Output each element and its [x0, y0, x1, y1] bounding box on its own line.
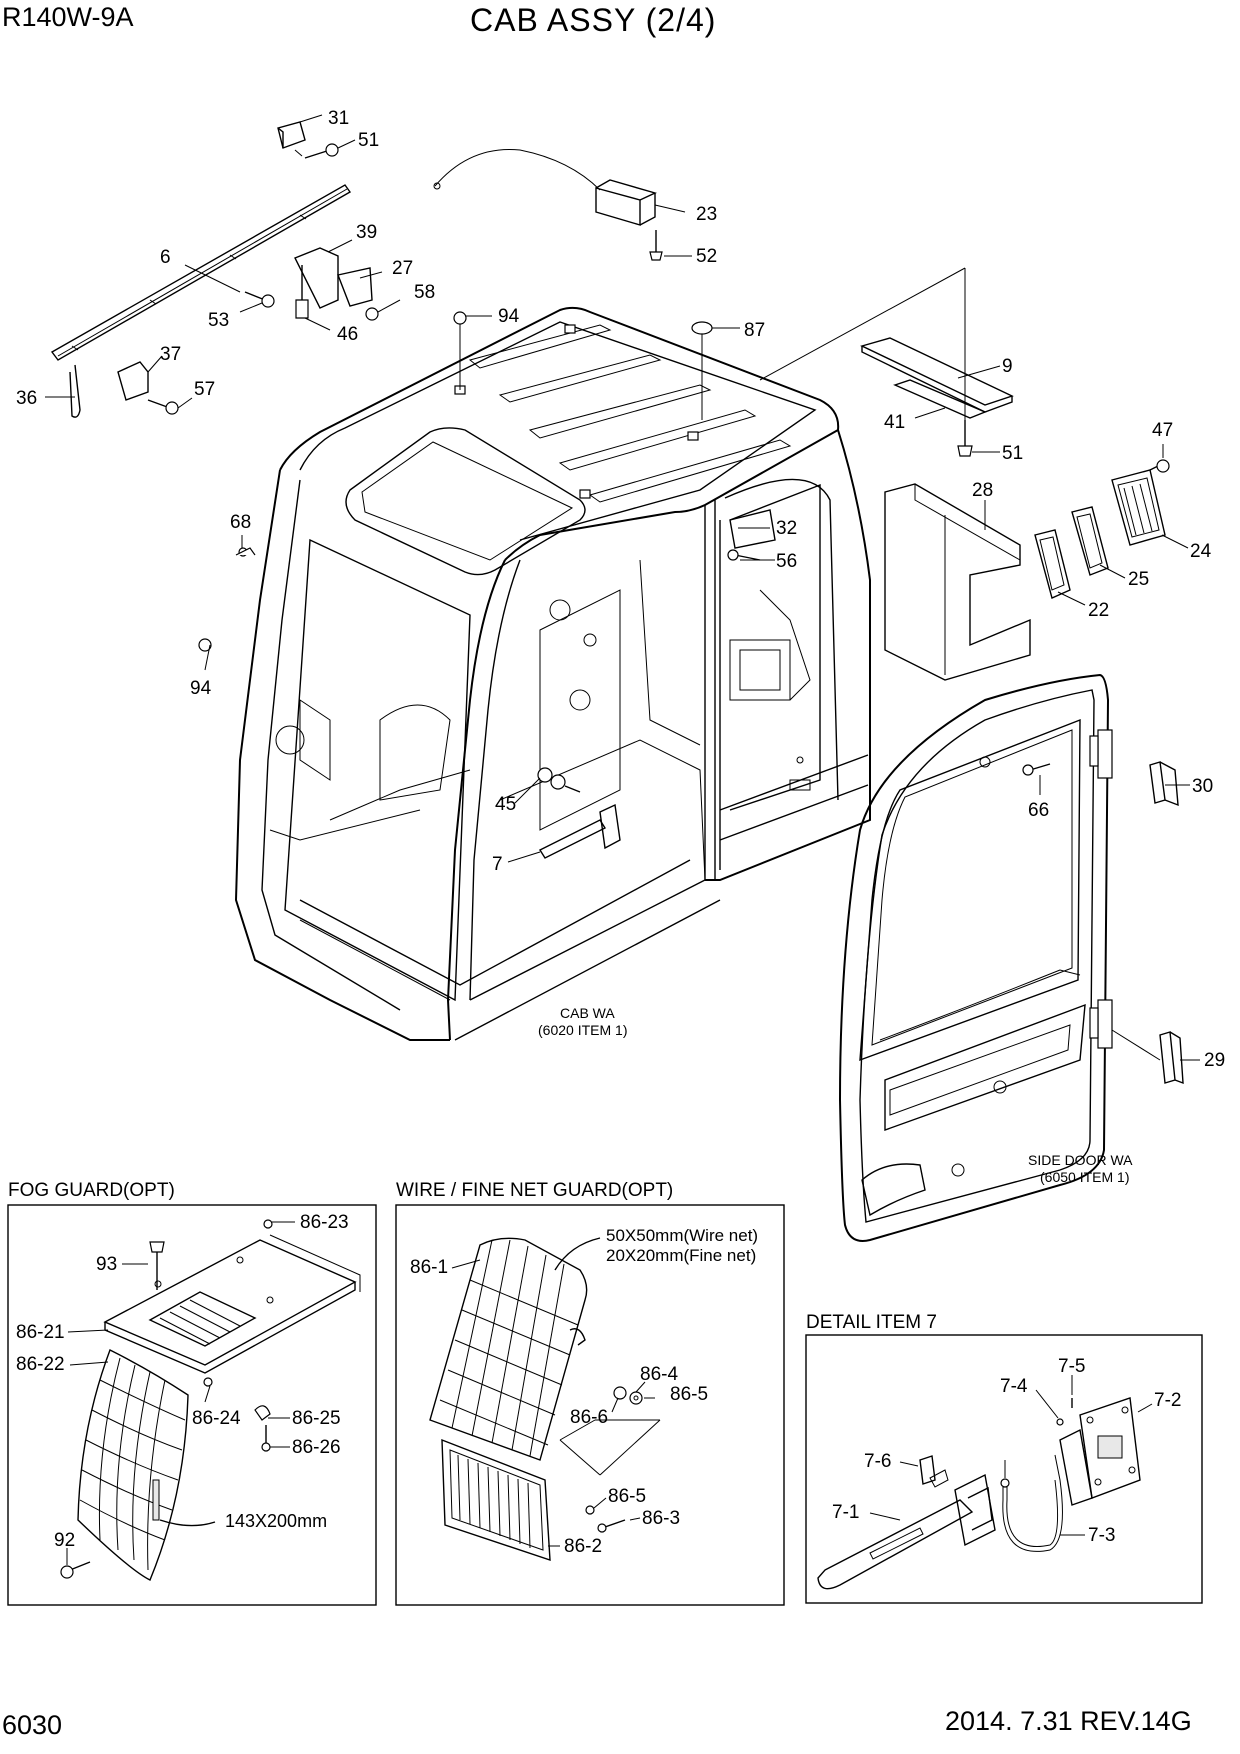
callout: 58	[414, 282, 435, 303]
rubber-30-29	[1149, 761, 1184, 1085]
bracket-37	[117, 361, 179, 415]
door-label-line1: SIDE DOOR WA	[1028, 1152, 1133, 1168]
callout: 86-6	[570, 1407, 608, 1428]
switch-box-23	[433, 148, 663, 261]
callout: 37	[160, 344, 181, 365]
fine-net-note: 20X20mm(Fine net)	[606, 1246, 756, 1265]
callout: 45	[495, 794, 516, 815]
callout: 7-3	[1088, 1525, 1115, 1546]
callout: 86-5	[608, 1486, 646, 1507]
callout: 39	[356, 222, 377, 243]
callout: 93	[96, 1254, 117, 1275]
callout: 86-22	[16, 1354, 65, 1375]
callout: 86-5	[670, 1384, 708, 1405]
callout: 27	[392, 258, 413, 279]
callout: 41	[884, 412, 905, 433]
callout: 23	[696, 204, 717, 225]
callout: 94	[190, 678, 212, 699]
callout: 86-21	[16, 1322, 65, 1343]
callout: 7-1	[832, 1502, 859, 1523]
bracket-31	[277, 121, 339, 159]
callout: 7-5	[1058, 1356, 1085, 1377]
callout: 86-3	[642, 1508, 680, 1529]
filter-assembly	[1034, 459, 1170, 599]
callout: 56	[776, 551, 797, 572]
lever-7	[537, 767, 621, 859]
callout: 51	[1002, 443, 1023, 464]
door-label-line2: (6050 ITEM 1)	[1040, 1169, 1129, 1185]
callout: 22	[1088, 600, 1109, 621]
callout: 86-24	[192, 1408, 241, 1429]
callout: 6	[160, 247, 171, 268]
insulation-pad-28	[884, 483, 1031, 681]
callout: 57	[194, 379, 215, 400]
callout: 30	[1192, 776, 1213, 797]
callout: 51	[358, 130, 379, 151]
leader-lines	[45, 114, 1200, 1061]
callout: 7-4	[1000, 1376, 1028, 1397]
plate-9-41	[759, 267, 1014, 457]
fog-guard-title: FOG GUARD(OPT)	[8, 1180, 175, 1201]
callout: 7-6	[864, 1451, 891, 1472]
callout: 53	[208, 310, 229, 331]
callout: 94	[498, 306, 520, 327]
callout: 28	[972, 480, 993, 501]
callout: 86-2	[564, 1536, 602, 1557]
callout: 36	[16, 388, 37, 409]
fog-guard-frame	[7, 1204, 377, 1606]
callout: 7-2	[1154, 1390, 1181, 1411]
wire-net-note: 50X50mm(Wire net)	[606, 1226, 758, 1245]
rail-part	[50, 184, 352, 418]
mesh-dimension: 143X200mm	[225, 1511, 327, 1531]
callout: 24	[1190, 541, 1212, 562]
wire-guard-frame	[395, 1204, 785, 1606]
main-callouts: 31 51 23 52 6 39 27 58 53 46 94 87 9 37 …	[16, 108, 1225, 1071]
callout: 31	[328, 108, 349, 129]
page-number: 6030	[2, 1710, 63, 1740]
detail-7-panel: DETAIL ITEM 7 7-5 7-4 7-2 7-6	[805, 1312, 1203, 1604]
callout: 86-25	[292, 1408, 341, 1429]
fog-guard-panel: FOG GUARD(OPT)	[7, 1180, 377, 1606]
revision-date: 2014. 7.31 REV.14G	[945, 1706, 1192, 1736]
callout: 9	[1002, 356, 1013, 377]
cab-label-line1: CAB WA	[560, 1005, 615, 1021]
callout: 66	[1028, 800, 1049, 821]
page-title: CAB ASSY (2/4)	[470, 2, 717, 38]
detail-7-frame	[805, 1334, 1203, 1604]
callout: 86-26	[292, 1437, 341, 1458]
callout: 68	[230, 512, 251, 533]
callout: 87	[744, 320, 765, 341]
wire-guard-panel: WIRE / FINE NET GUARD(OPT)	[395, 1180, 785, 1606]
cab-body	[198, 306, 871, 1041]
callout: 7	[492, 854, 503, 875]
callout: 32	[776, 518, 797, 539]
callout: 52	[696, 246, 717, 267]
callout: 25	[1128, 569, 1149, 590]
latch-32-56	[727, 509, 776, 561]
cab-label-line2: (6020 ITEM 1)	[538, 1022, 627, 1038]
model-number: R140W-9A	[2, 2, 134, 32]
callout: 29	[1204, 1050, 1225, 1071]
callout: 92	[54, 1530, 75, 1551]
callout: 46	[337, 324, 358, 345]
callout: 86-1	[410, 1257, 448, 1278]
callout: 86-23	[300, 1212, 349, 1233]
roof-fasteners	[453, 311, 713, 420]
bracket-39-27	[244, 247, 379, 321]
callout: 86-4	[640, 1364, 678, 1385]
wire-guard-title: WIRE / FINE NET GUARD(OPT)	[396, 1180, 673, 1201]
detail-7-title: DETAIL ITEM 7	[806, 1312, 937, 1333]
callout: 47	[1152, 420, 1173, 441]
main-view: 31 51 23 52 6 39 27 58 53 46 94 87 9 37 …	[16, 108, 1225, 1242]
side-door	[838, 673, 1113, 1242]
